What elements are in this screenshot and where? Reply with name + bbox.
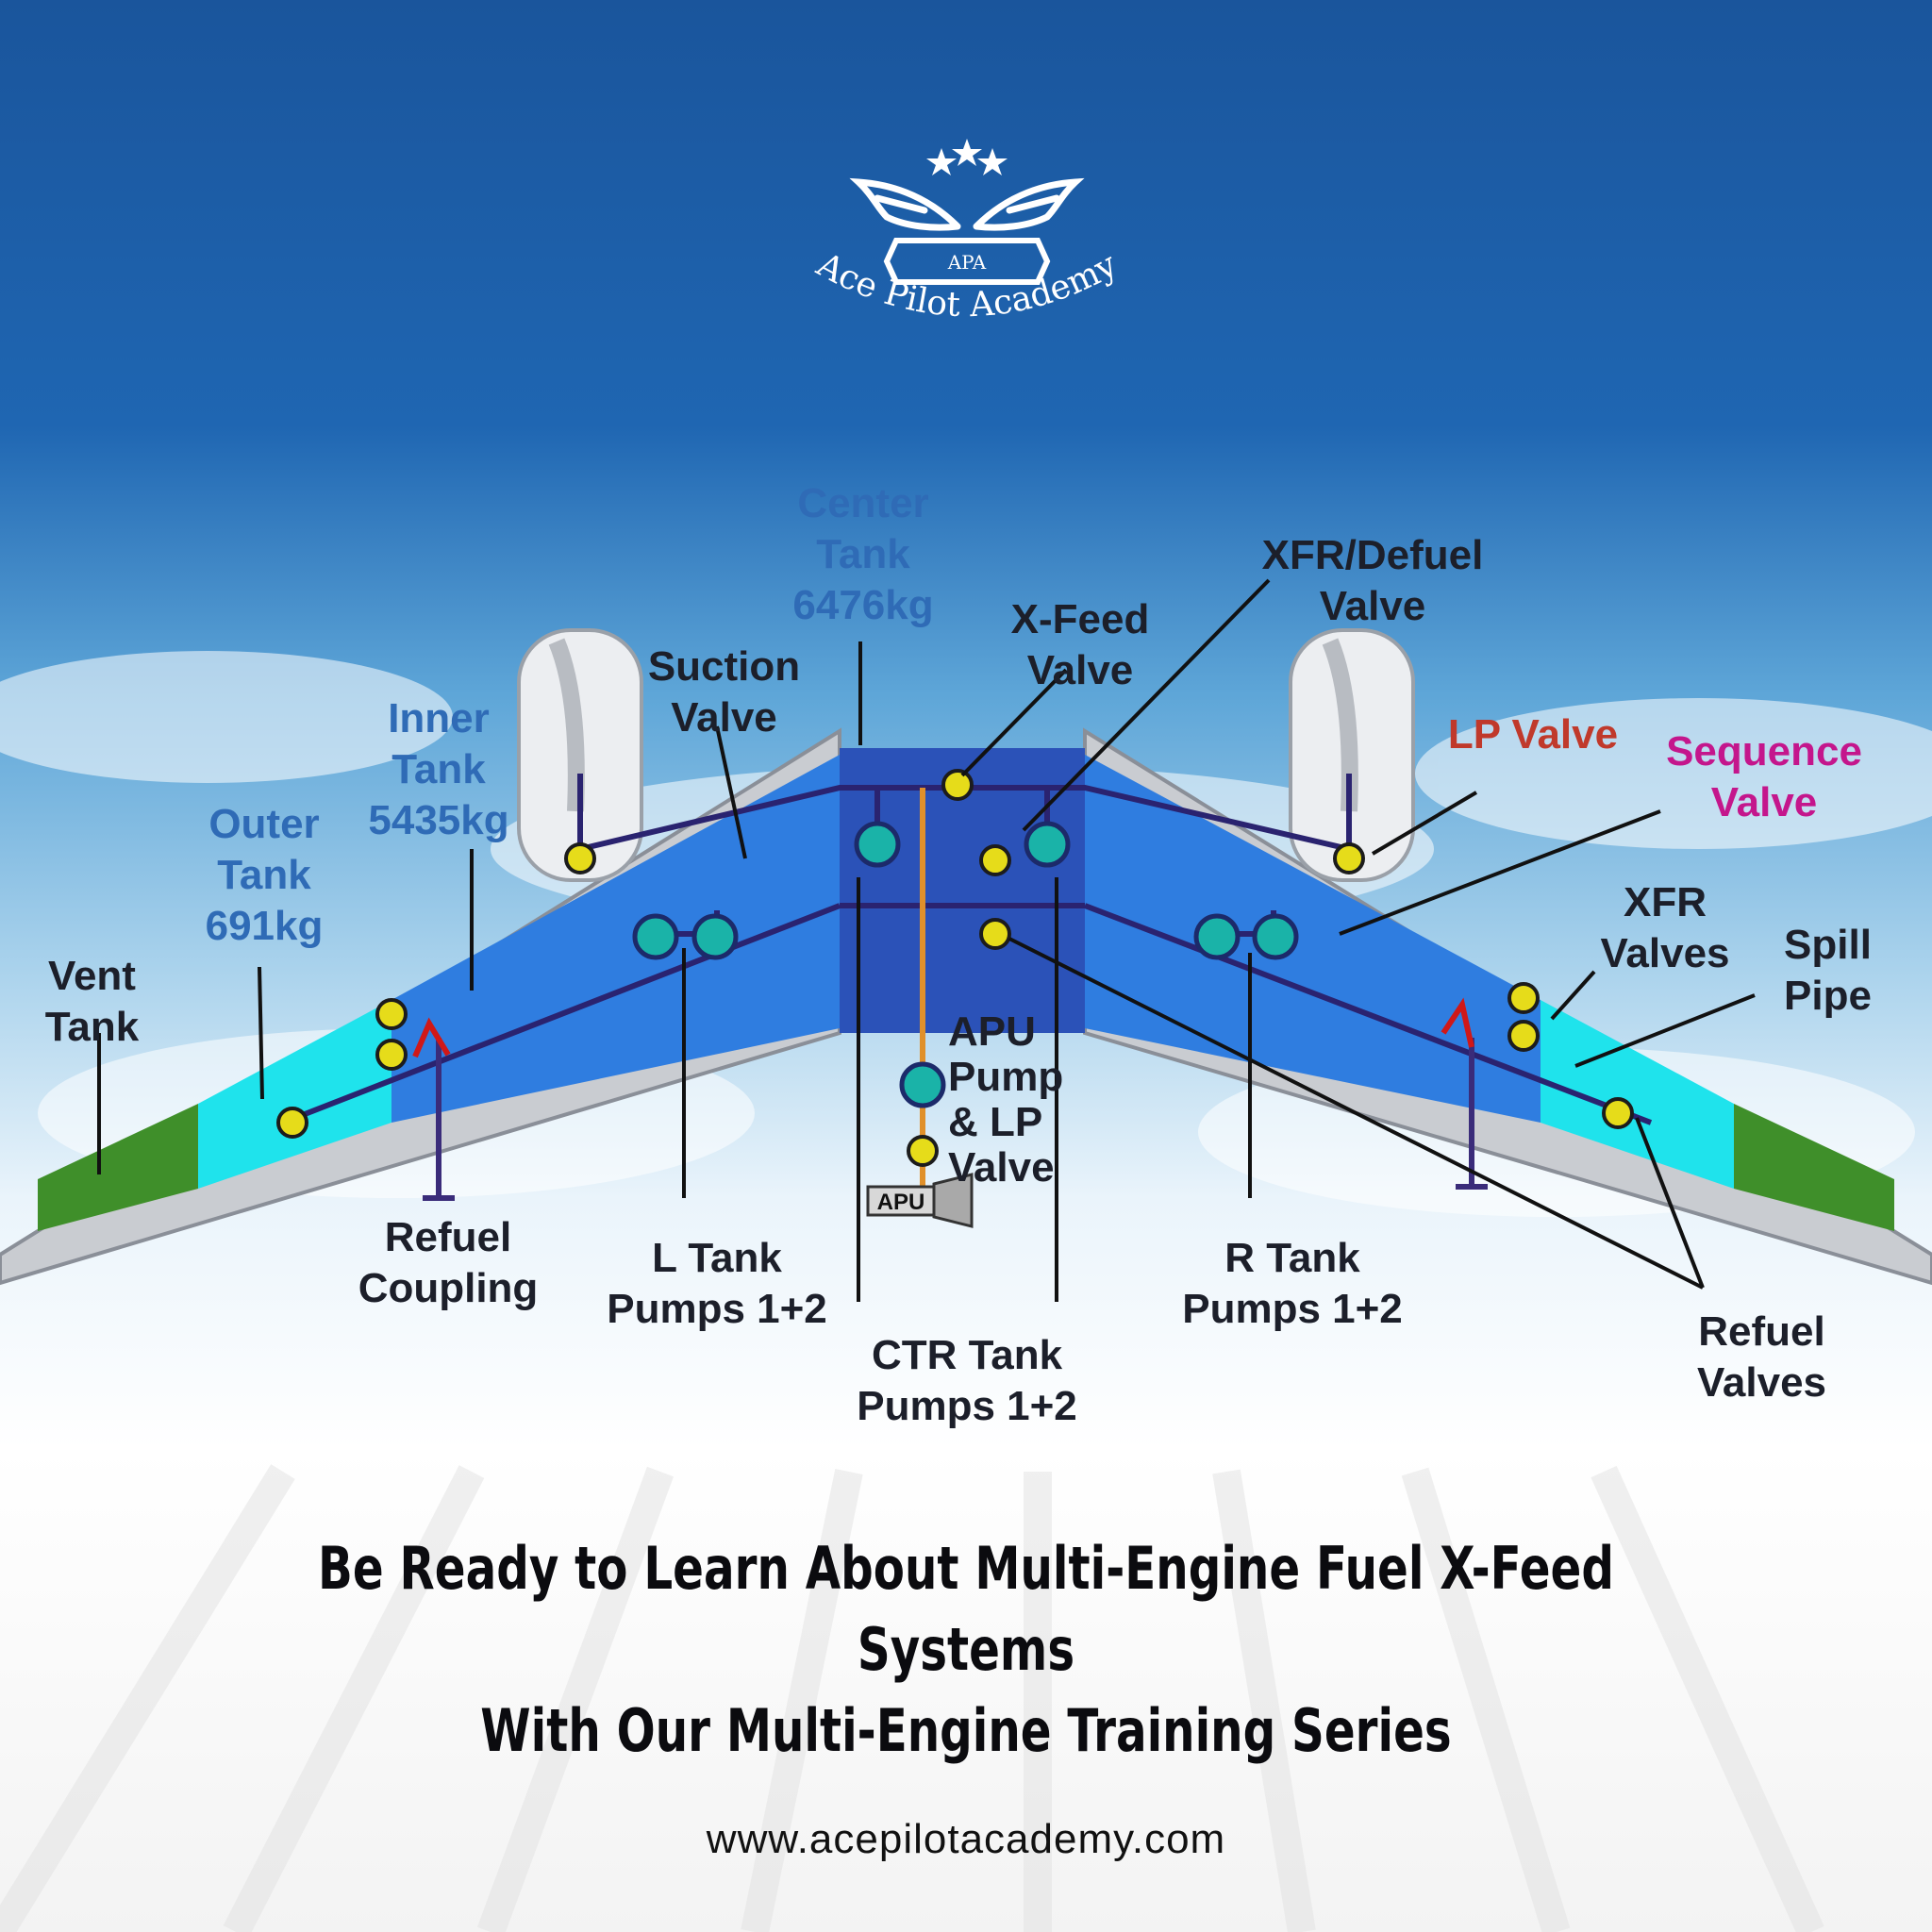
valve-icon [1333, 842, 1365, 874]
lp-valve-label: LP Valve [1447, 711, 1619, 758]
website-url: www.acepilotacademy.com [706, 1816, 1226, 1862]
pump-icon-group [632, 821, 1299, 1108]
wings-icon [849, 177, 1085, 231]
apu-label: APU [877, 1190, 925, 1215]
pump-icon [691, 913, 739, 960]
pump-icon [1024, 821, 1071, 868]
right-engine [1289, 628, 1415, 882]
left-outer-tank [198, 1000, 391, 1189]
right-refuel-coupling [1456, 1038, 1488, 1190]
valve-icon [1602, 1097, 1634, 1129]
valve-icon [979, 844, 1011, 876]
headline-line-2: With Our Multi-Engine Training Series [480, 1696, 1452, 1765]
valve-icon [1507, 1020, 1540, 1052]
valve-icon [375, 998, 408, 1030]
valve-icon [564, 842, 596, 874]
right-inner-tank [1085, 755, 1541, 1123]
valve-icon [941, 769, 974, 801]
left-vent-pipe-icon [412, 1017, 451, 1058]
left-inner-tank [391, 755, 840, 1123]
pump-icon [899, 1061, 946, 1108]
left-vent-tank [38, 1104, 198, 1231]
pump-icon [1252, 913, 1299, 960]
right-vent-pipe-icon [1441, 997, 1474, 1048]
leader-lines [97, 578, 1756, 1302]
right-vent-tank [1734, 1104, 1894, 1231]
badge-text: APA [947, 251, 987, 274]
headline-line-1: Be Ready to Learn About Multi-Engine Fue… [318, 1534, 1614, 1684]
banner-icon: APA [883, 238, 1051, 285]
headline: Be Ready to Learn About Multi-Engine Fue… [212, 1528, 1719, 1772]
pump-icon [854, 821, 901, 868]
valve-icon [1507, 982, 1540, 1014]
valve-icon-group [276, 769, 1634, 1167]
valve-icon [907, 1135, 939, 1167]
apu-unit: APU [866, 1173, 974, 1228]
valve-icon [375, 1039, 408, 1071]
left-engine [517, 628, 643, 882]
pump-icon [1193, 913, 1241, 960]
right-outer-tank [1541, 1000, 1734, 1189]
valve-icon [276, 1107, 308, 1139]
valve-icon [979, 918, 1011, 950]
brand-logo: APA Ace Pilot Academy [783, 127, 1151, 344]
pump-icon [632, 913, 679, 960]
left-refuel-coupling [423, 1038, 455, 1201]
star-icon [926, 139, 1008, 175]
